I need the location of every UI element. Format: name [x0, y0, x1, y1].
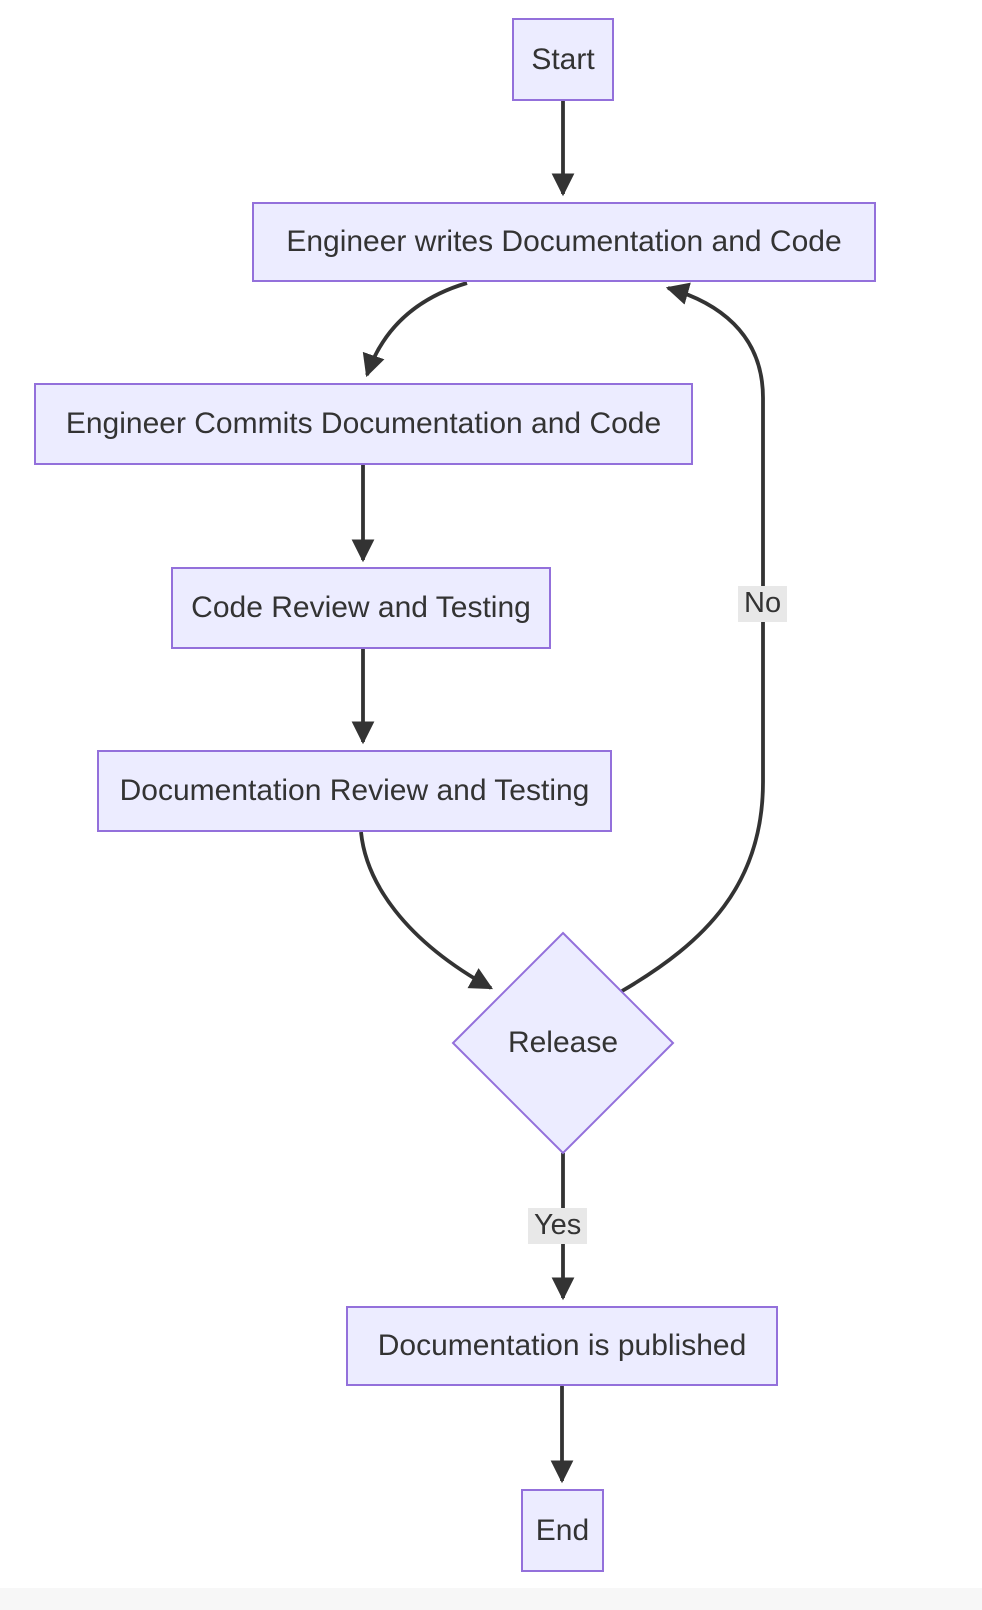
node-doc-review-label: Documentation Review and Testing	[119, 774, 590, 807]
node-start: Start	[512, 18, 614, 101]
node-start-label: Start	[531, 42, 595, 76]
edge-doc-review-to-release	[359, 831, 493, 990]
node-engineer-writes-documentation-and-code: Engineer writes Documentation and Code	[252, 202, 876, 282]
edge-label-yes-text: Yes	[534, 1209, 582, 1241]
node-code-review-label: Code Review and Testing	[191, 591, 531, 624]
edge-write-to-commit	[362, 281, 468, 378]
edge-label-yes: Yes	[528, 1208, 588, 1244]
edge-label-no-text: No	[744, 587, 782, 619]
node-write-label: Engineer writes Documentation and Code	[286, 225, 842, 258]
node-end: End	[521, 1489, 604, 1572]
edge-release-to-write-no	[621, 282, 765, 993]
node-documentation-is-published: Documentation is published	[346, 1306, 778, 1386]
node-documentation-review-and-testing: Documentation Review and Testing	[97, 750, 612, 832]
canvas-bottom-margin	[0, 1588, 982, 1610]
node-code-review-and-testing: Code Review and Testing	[171, 567, 551, 649]
edge-label-no: No	[738, 586, 788, 622]
node-release-label: Release	[507, 1026, 619, 1059]
release-diamond-shape	[451, 931, 675, 1155]
node-commit-label: Engineer Commits Documentation and Code	[65, 407, 662, 440]
node-engineer-commits-documentation-and-code: Engineer Commits Documentation and Code	[34, 383, 693, 465]
node-release-decision: Release	[463, 1013, 663, 1073]
node-end-label: End	[535, 1513, 590, 1547]
node-published-label: Documentation is published	[377, 1329, 747, 1362]
